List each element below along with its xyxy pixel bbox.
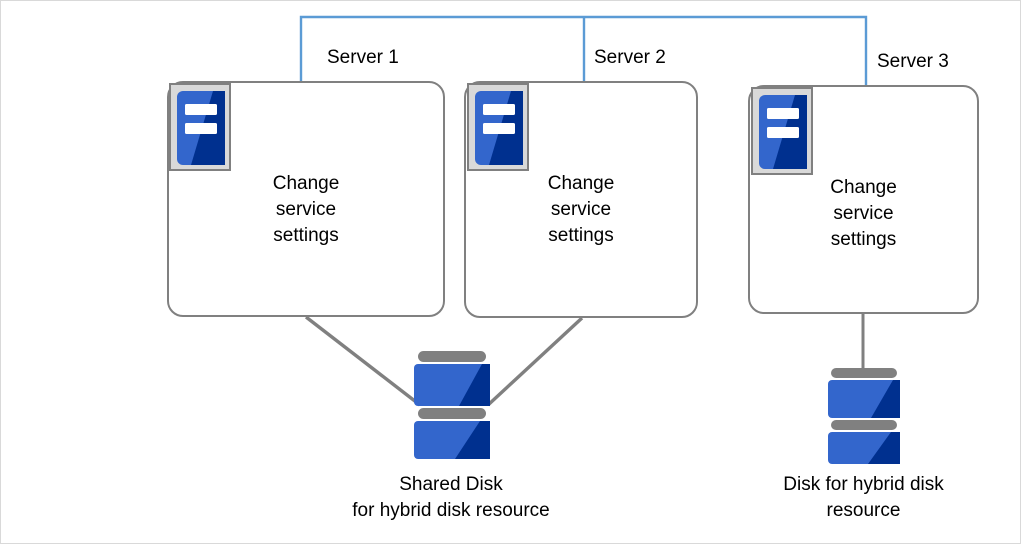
server-icon <box>169 83 231 171</box>
disk-caption-shared: Shared Disk for hybrid disk resource <box>352 474 550 521</box>
server-body-label-2: Change service settings <box>547 173 615 246</box>
server-icon <box>467 83 529 171</box>
server-body-label-1: Change service settings <box>272 173 340 246</box>
disk-stack-icon <box>412 351 492 459</box>
cluster-bracket-line <box>299 15 868 86</box>
connector-server1-shared-disk <box>304 315 422 407</box>
server-title-1: Server 1 <box>327 47 399 68</box>
server-title-3: Server 3 <box>877 51 949 72</box>
connector-server2-shared-disk <box>486 316 584 407</box>
server-title-2: Server 2 <box>594 47 666 68</box>
disk-caption-hybrid: Disk for hybrid disk resource <box>783 474 944 521</box>
server-body-label-3: Change service settings <box>830 177 897 250</box>
disk-stack-icon <box>827 368 901 464</box>
server-icon <box>751 87 813 175</box>
